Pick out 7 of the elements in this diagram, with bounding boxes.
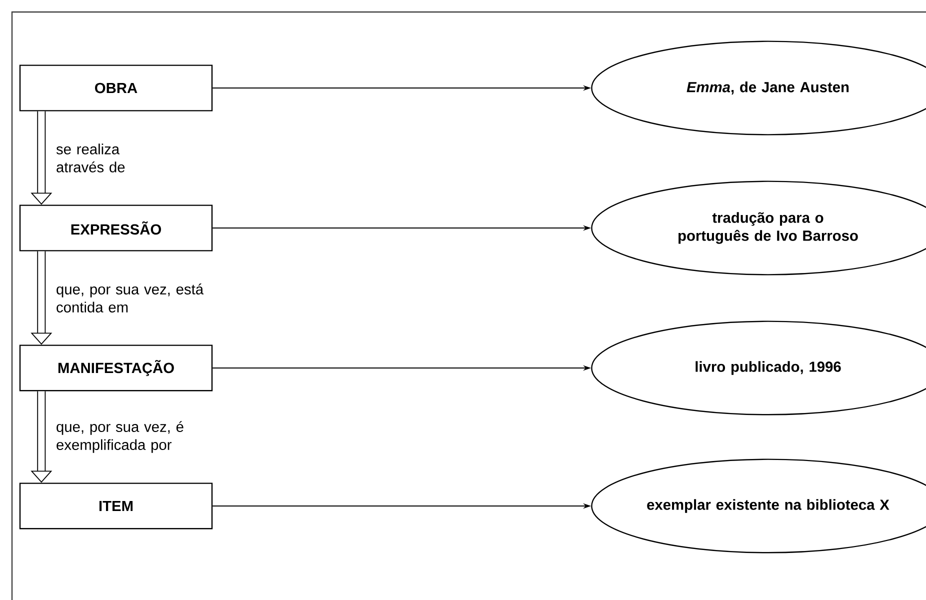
- edge-label: se realiza através de: [56, 144, 125, 172]
- term-box: MANIFESTAÇÃO: [19, 344, 213, 392]
- term-box: EXPRESSÃO: [19, 204, 213, 252]
- term-box: ITEM: [19, 482, 213, 530]
- term-box: OBRA: [19, 64, 213, 112]
- edge-label: que, por sua vez, é exemplificada por: [56, 421, 184, 453]
- edge-label: que, por sua vez, está contida em: [56, 284, 204, 312]
